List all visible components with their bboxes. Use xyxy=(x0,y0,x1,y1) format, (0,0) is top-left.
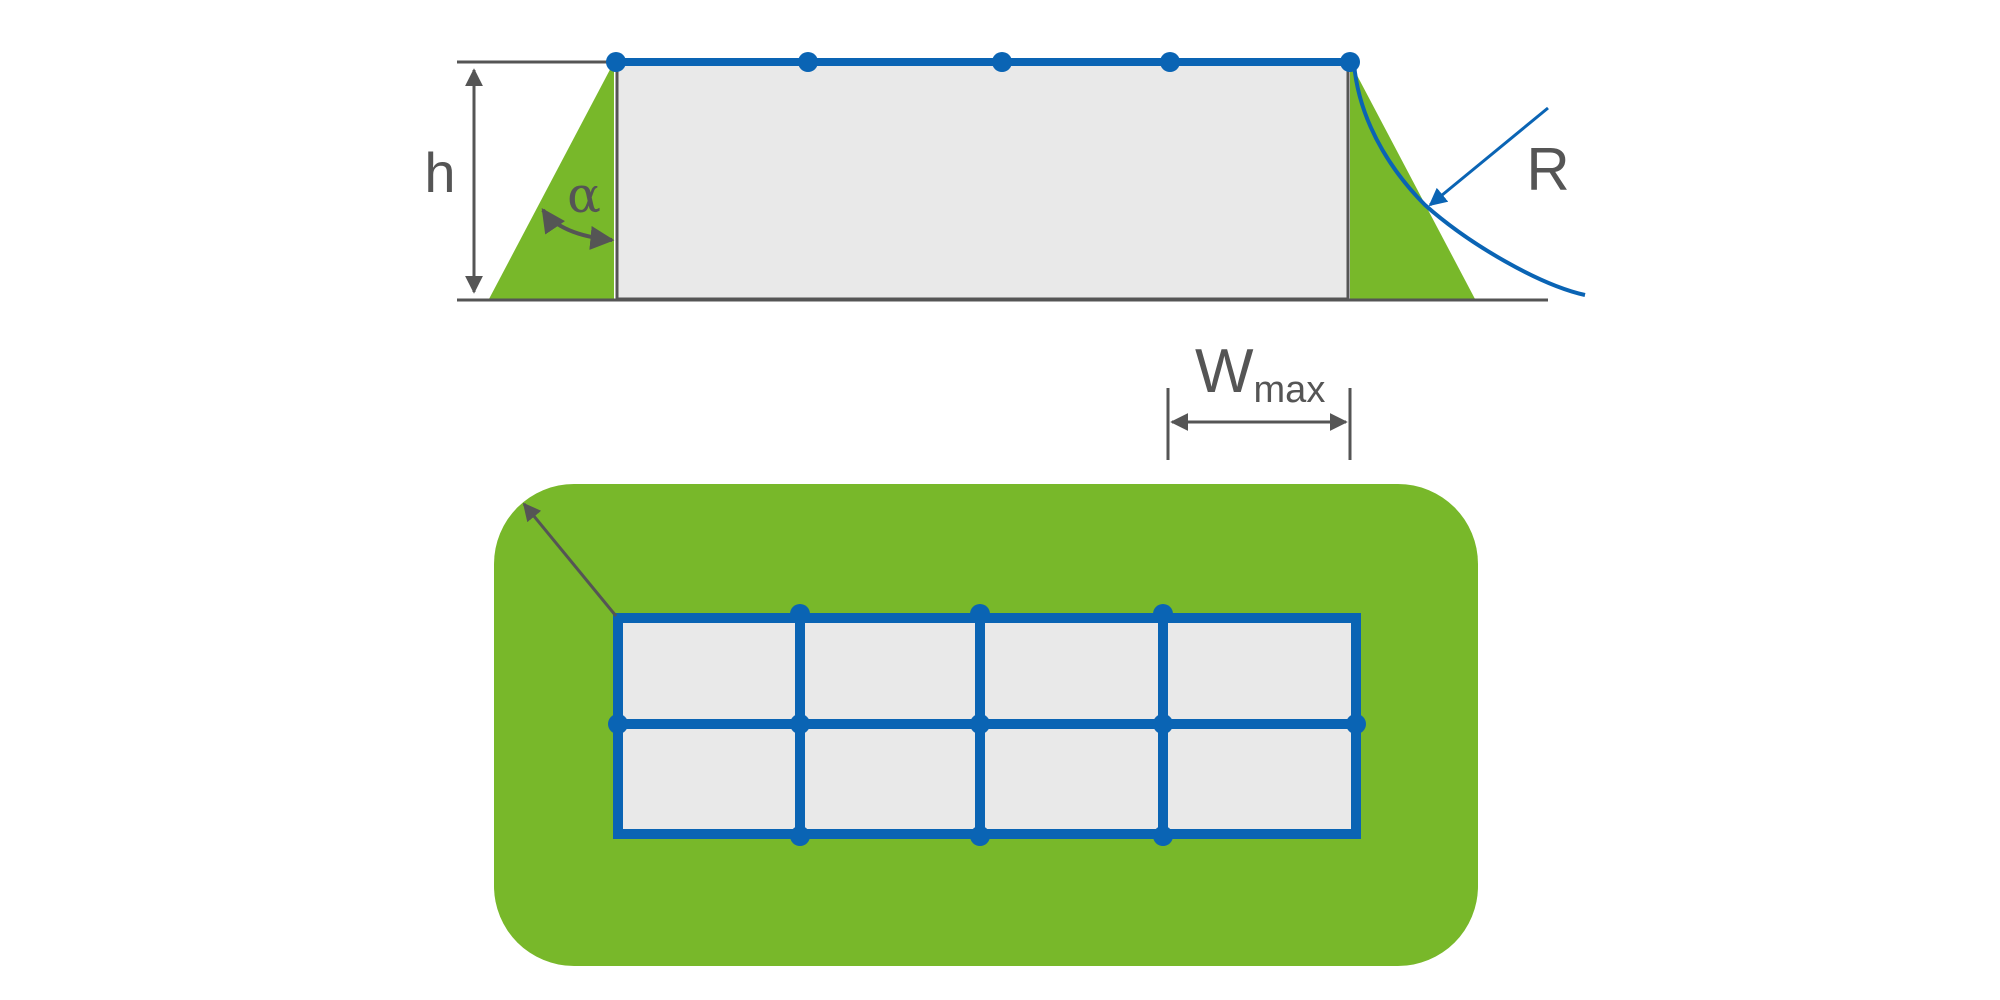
beam-node xyxy=(798,52,818,72)
grid-panel xyxy=(620,620,800,724)
grid-nodes xyxy=(608,604,1366,846)
grid-panel xyxy=(800,724,980,832)
width-label: Wmax xyxy=(1195,337,1325,411)
height-label: h xyxy=(424,141,455,204)
radius-label: R xyxy=(1526,136,1569,203)
beam-node xyxy=(606,52,626,72)
grid-node xyxy=(1153,826,1173,846)
grid-node xyxy=(1153,714,1173,734)
angle-arc xyxy=(541,208,615,250)
grid-node xyxy=(970,826,990,846)
grid-panel xyxy=(1163,620,1356,724)
grid-panels xyxy=(620,620,1356,832)
grid-panel xyxy=(980,724,1163,832)
grid-node xyxy=(608,714,628,734)
beam-node xyxy=(1160,52,1180,72)
corner-radius-arrow xyxy=(522,502,618,617)
width-label-main: W xyxy=(1195,337,1254,406)
beam-node xyxy=(992,52,1012,72)
beam-node xyxy=(1340,52,1360,72)
grid-panel xyxy=(1163,724,1356,832)
grid-panel xyxy=(800,620,980,724)
grid-node xyxy=(790,826,810,846)
grid-panel xyxy=(620,724,800,832)
grid-node xyxy=(970,714,990,734)
grid-node xyxy=(1153,604,1173,624)
width-label-subscript: max xyxy=(1254,369,1326,411)
angle-label: α xyxy=(567,166,601,224)
grid-node xyxy=(970,604,990,624)
side-panel xyxy=(615,62,1350,301)
grid-node xyxy=(790,604,810,624)
grid-node xyxy=(790,714,810,734)
radius-curve xyxy=(1352,63,1586,297)
grid-node xyxy=(1346,714,1366,734)
right-slope xyxy=(1350,62,1475,299)
width-dimension: Wmax xyxy=(1166,337,1352,460)
side-view: h α R xyxy=(424,52,1586,302)
grid-panel xyxy=(980,620,1163,724)
plan-view xyxy=(494,484,1478,966)
radius-pointer xyxy=(1428,106,1549,207)
